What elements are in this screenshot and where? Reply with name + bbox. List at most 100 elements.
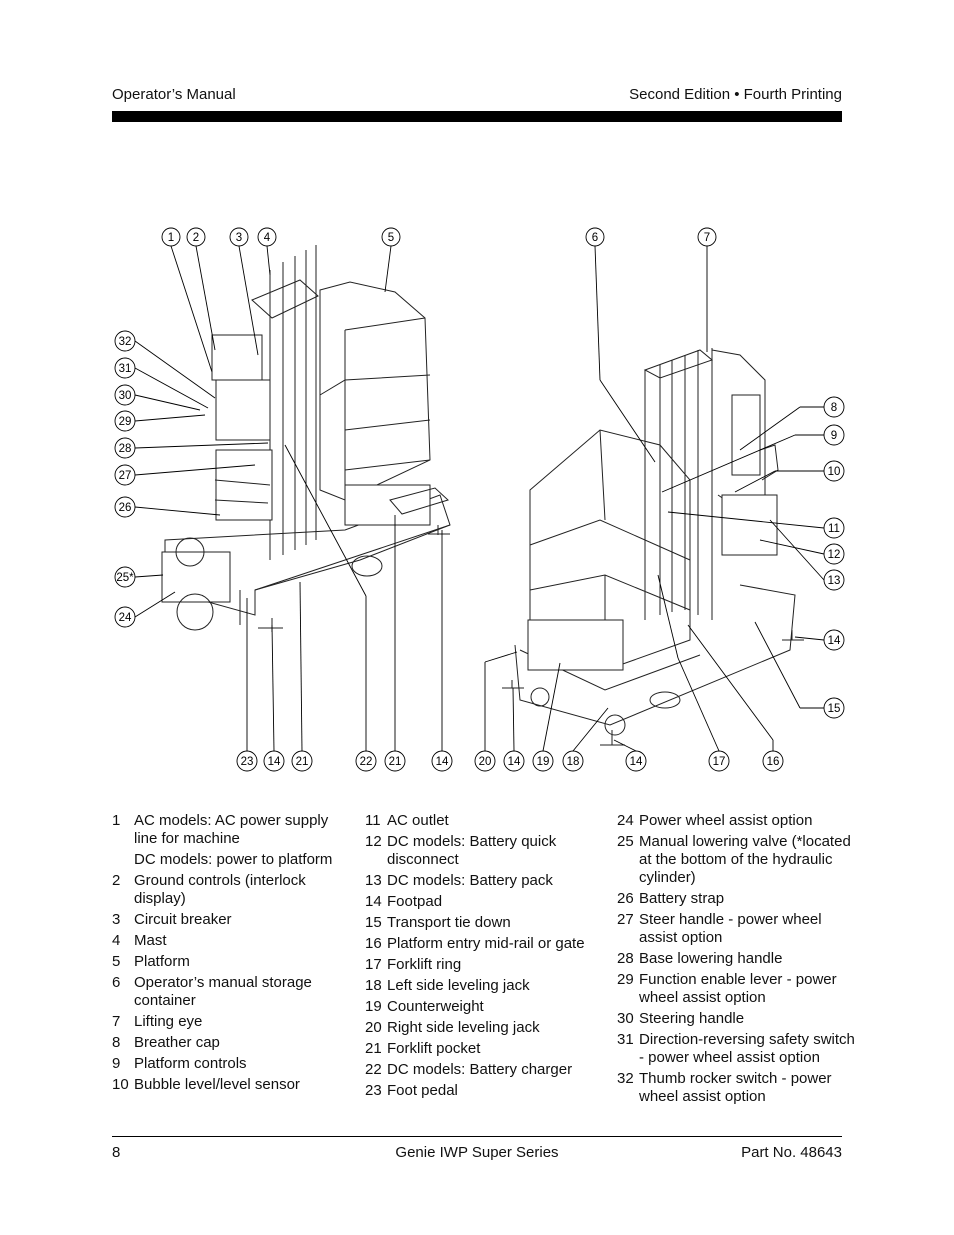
callout-11: 11 xyxy=(823,517,845,539)
callout-6: 6 xyxy=(585,227,605,247)
svg-text:20: 20 xyxy=(479,756,492,768)
legend-item-number: 16 xyxy=(365,935,382,952)
callout-15: 15 xyxy=(823,697,845,719)
legend-item-text: Platform xyxy=(134,953,190,970)
callout-31: 31 xyxy=(114,357,136,379)
legend-item-number: 11 xyxy=(365,812,381,829)
callout-5: 5 xyxy=(381,227,401,247)
svg-text:11: 11 xyxy=(828,523,840,535)
callout-3: 3 xyxy=(229,227,249,247)
callout-4: 4 xyxy=(257,227,277,247)
legend-item-number: 19 xyxy=(365,998,382,1015)
svg-text:12: 12 xyxy=(828,549,841,561)
legend-item-text: Forklift ring xyxy=(387,956,462,973)
legend-item-text: Base lowering handle xyxy=(639,950,783,967)
svg-text:23: 23 xyxy=(241,756,254,768)
svg-text:15: 15 xyxy=(828,703,841,715)
callout-17: 17 xyxy=(708,750,730,772)
svg-text:19: 19 xyxy=(537,756,550,768)
legend-item-text: AC outlet xyxy=(387,812,449,829)
svg-text:26: 26 xyxy=(119,502,132,514)
callout-10: 10 xyxy=(823,460,845,482)
legend-item-number: 6 xyxy=(112,974,121,991)
svg-text:32: 32 xyxy=(119,336,132,348)
legend-item-number: 5 xyxy=(112,953,121,970)
header-manual-title: Operator’s Manual xyxy=(112,86,236,103)
callout-20: 20 xyxy=(474,750,496,772)
legend-item-text: Forklift pocket xyxy=(387,1040,481,1057)
callout-18: 18 xyxy=(562,750,584,772)
callout-25: 25* xyxy=(114,566,136,588)
callout-14-b2: 14 xyxy=(431,750,453,772)
svg-text:25*: 25* xyxy=(116,572,134,584)
callout-16: 16 xyxy=(762,750,784,772)
page-number: 8 xyxy=(112,1144,121,1161)
callout-1: 1 xyxy=(161,227,181,247)
legend-item: 23 Foot pedal xyxy=(365,1082,605,1100)
legend-item-text: Power wheel assist option xyxy=(639,812,813,829)
legend-item-number: 10 xyxy=(112,1076,129,1093)
svg-text:1: 1 xyxy=(168,232,174,244)
legend-item-number: 21 xyxy=(365,1040,382,1057)
callout-7: 7 xyxy=(697,227,717,247)
svg-text:14: 14 xyxy=(828,635,841,647)
part-number: Part No. 48643 xyxy=(741,1144,842,1161)
legend-item-text: Circuit breaker xyxy=(134,911,232,928)
callout-26: 26 xyxy=(114,496,136,518)
callout-14-b4: 14 xyxy=(625,750,647,772)
legend-item-text: DC models: Battery charger xyxy=(387,1061,573,1078)
callout-22: 22 xyxy=(355,750,377,772)
legend-item-text: AC models: AC power supply line for mach… xyxy=(134,812,329,847)
svg-text:7: 7 xyxy=(704,232,710,244)
callout-8: 8 xyxy=(823,396,845,418)
legend-item-number: 23 xyxy=(365,1082,382,1099)
right-machine-drawing xyxy=(502,348,804,746)
svg-text:18: 18 xyxy=(567,756,580,768)
svg-text:16: 16 xyxy=(767,756,780,768)
legend-item-number: 18 xyxy=(365,977,382,994)
legend-item-number: 26 xyxy=(617,890,634,907)
legend-item-text: Foot pedal xyxy=(387,1082,458,1099)
footer-rule xyxy=(112,1136,842,1137)
callout-9: 9 xyxy=(823,424,845,446)
svg-text:14: 14 xyxy=(268,756,281,768)
legend-item-number: 27 xyxy=(617,911,634,928)
callout-27: 27 xyxy=(114,464,136,486)
svg-text:17: 17 xyxy=(713,756,726,768)
legend-item-number: 2 xyxy=(112,872,121,889)
svg-text:3: 3 xyxy=(236,232,242,244)
legend-item-text: Transport tie down xyxy=(387,914,511,931)
svg-text:30: 30 xyxy=(119,390,132,402)
legend-item-text: DC models: Battery quick disconnect xyxy=(387,833,557,868)
callout-markers: 1 2 3 4 5 6 7 32 31 30 29 28 27 26 25* 2… xyxy=(114,227,845,772)
legend-item-text: Thumb rocker switch - power wheel assist… xyxy=(639,1070,832,1105)
svg-text:29: 29 xyxy=(119,416,132,428)
legend-item-number: 13 xyxy=(365,872,382,889)
svg-text:21: 21 xyxy=(389,756,402,768)
legend-item-text: Platform controls xyxy=(134,1055,247,1072)
svg-text:2: 2 xyxy=(193,232,199,244)
legend-item-text: DC models: power to platform xyxy=(134,851,333,868)
legend-item-number: 30 xyxy=(617,1010,634,1027)
legend-item-number: 9 xyxy=(112,1055,121,1072)
callout-13: 13 xyxy=(823,569,845,591)
svg-text:14: 14 xyxy=(508,756,521,768)
svg-text:31: 31 xyxy=(119,363,132,375)
legend-item-text: Footpad xyxy=(387,893,443,910)
